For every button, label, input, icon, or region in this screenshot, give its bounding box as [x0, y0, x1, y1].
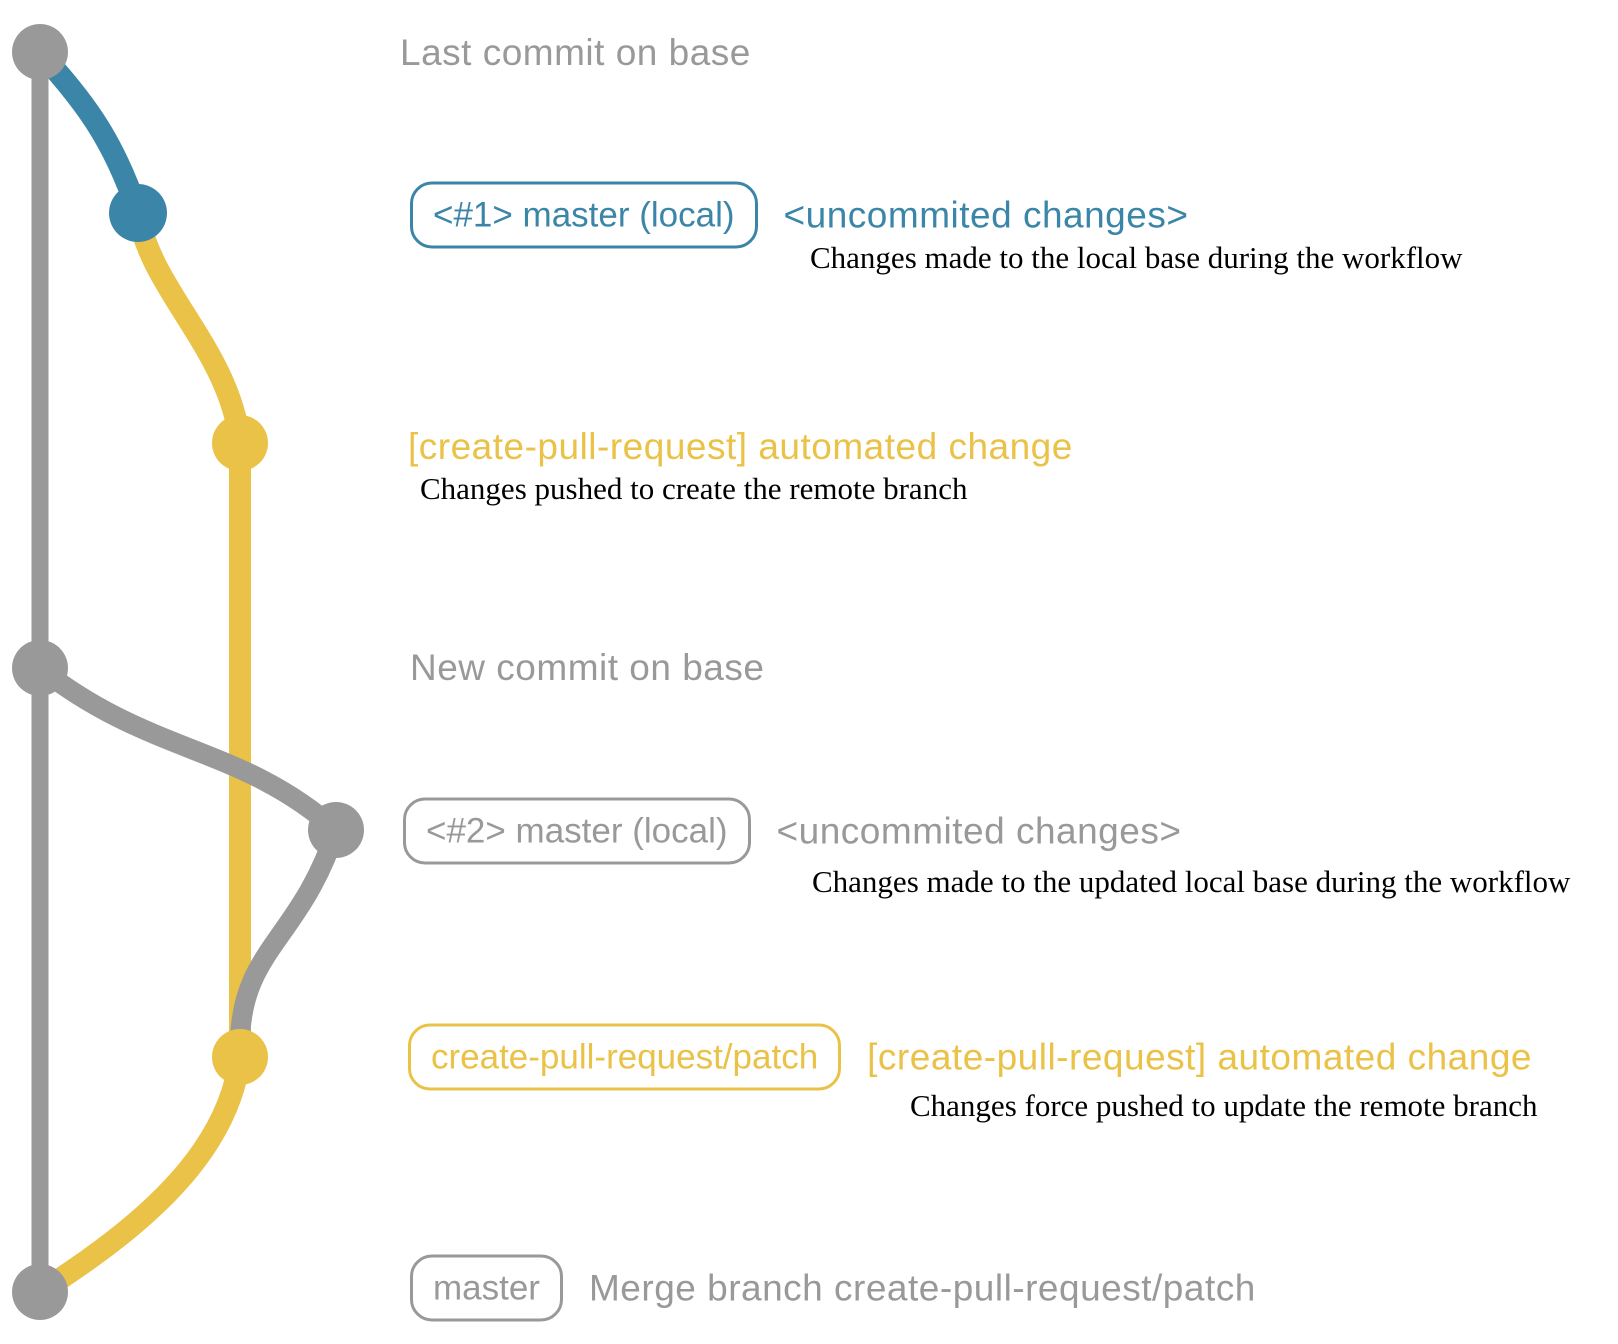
- badge-create-pull-request-patch: create-pull-request/patch: [408, 1023, 842, 1091]
- commit-dot-merge: [12, 1264, 68, 1320]
- note-automated-change-1: [create-pull-request] automated change: [408, 426, 1073, 467]
- patch-branch-create-line: [127, 202, 251, 454]
- desc-push-1: Changes pushed to create the remote bran…: [420, 471, 968, 506]
- note-merge-branch: Merge branch create-pull-request/patch: [588, 1267, 1256, 1308]
- commit-dot-patch-1: [212, 415, 268, 471]
- row-commit-1: <#1> master (local) <uncommited changes>: [410, 181, 1189, 249]
- commit-dot-patch-2: [212, 1029, 268, 1085]
- row-merge: master Merge branch create-pull-request/…: [410, 1254, 1256, 1322]
- commit-dot-new-base: [12, 640, 68, 696]
- badge-master-local-1: <#1> master (local): [410, 181, 758, 249]
- merge-line: [29, 1046, 251, 1303]
- label-new-commit-on-base: New commit on base: [410, 647, 765, 688]
- row-patch-2: create-pull-request/patch [create-pull-r…: [408, 1023, 1532, 1091]
- desc-commit-1: Changes made to the local base during th…: [810, 240, 1463, 275]
- note-uncommitted-changes-2: <uncommited changes>: [776, 810, 1182, 851]
- commit-dot-uncommitted-1: [109, 184, 167, 242]
- force-push-line: [230, 820, 346, 1055]
- note-automated-change-2: [create-pull-request] automated change: [867, 1036, 1532, 1077]
- note-uncommitted-changes-1: <uncommited changes>: [783, 194, 1189, 235]
- commit-dot-uncommitted-2: [308, 802, 364, 858]
- desc-push-2: Changes force pushed to update the remot…: [910, 1088, 1538, 1123]
- badge-master: master: [410, 1254, 563, 1322]
- badge-master-local-2: <#2> master (local): [403, 797, 751, 865]
- uncommitted-branch-2-line: [30, 658, 346, 840]
- commit-dot-last-base: [12, 24, 68, 80]
- label-last-commit-on-base: Last commit on base: [400, 32, 751, 73]
- desc-commit-2: Changes made to the updated local base d…: [812, 864, 1571, 899]
- row-commit-2: <#2> master (local) <uncommited changes>: [403, 797, 1182, 865]
